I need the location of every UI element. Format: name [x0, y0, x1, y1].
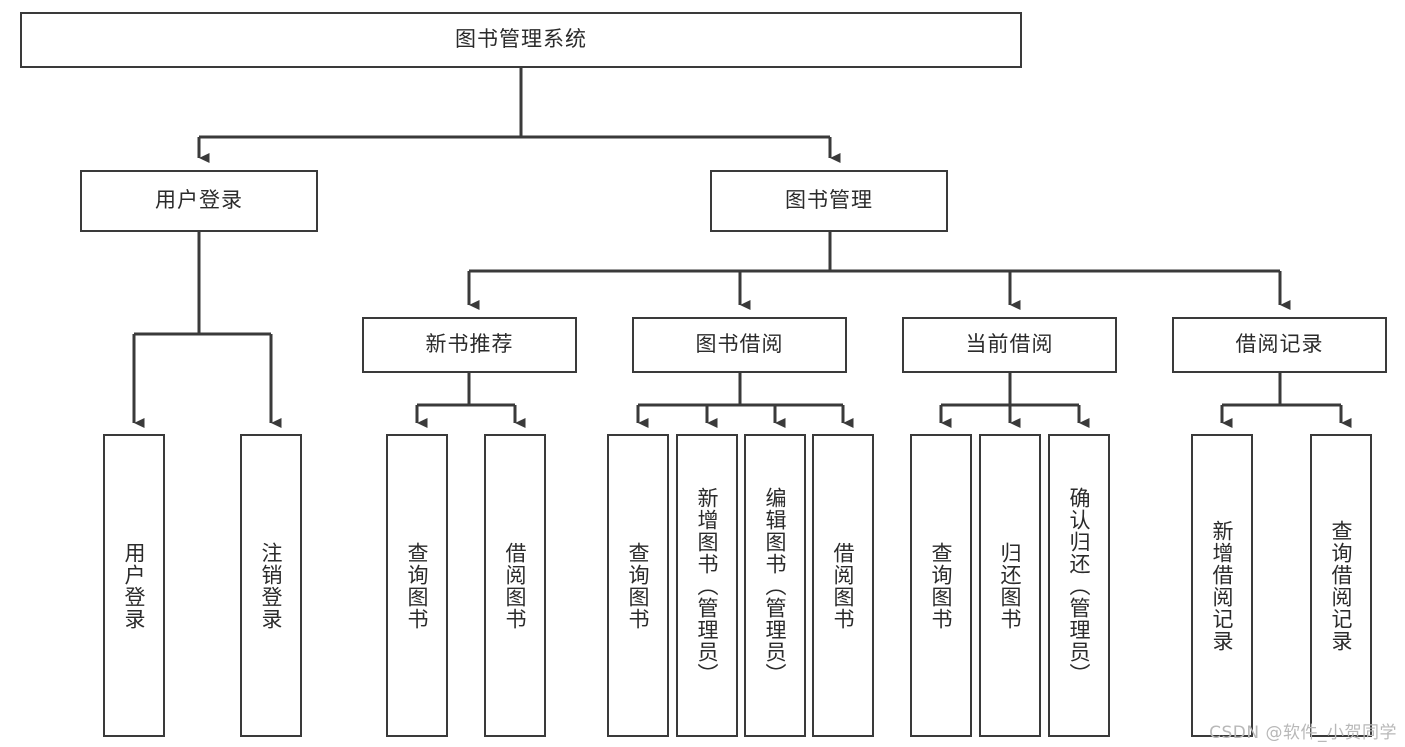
leaf-borrow-add-book[interactable]: 新增图书（管理员） — [676, 434, 738, 737]
leaf-current-return-book[interactable]: 归还图书 — [979, 434, 1041, 737]
leaf-user-login-signout[interactable]: 注销登录 — [240, 434, 302, 737]
node-label: 查询借阅记录 — [1329, 519, 1354, 652]
node-label: 新增借阅记录 — [1210, 519, 1235, 652]
node-label: 查询图书 — [626, 541, 651, 630]
node-label: 查询图书 — [929, 541, 954, 630]
node-label: 确认归还（管理员） — [1067, 486, 1092, 685]
node-label: 归还图书 — [998, 541, 1023, 630]
node-label: 用户登录 — [122, 541, 147, 630]
node-label: 查询图书 — [405, 541, 430, 630]
node-label: 新增图书（管理员） — [695, 486, 720, 685]
node-label: 图书管理 — [785, 188, 873, 213]
node-label: 注销登录 — [259, 541, 284, 630]
node-current-borrow[interactable]: 当前借阅 — [902, 317, 1117, 373]
node-book-borrow[interactable]: 图书借阅 — [632, 317, 847, 373]
leaf-record-add[interactable]: 新增借阅记录 — [1191, 434, 1253, 737]
node-label: 用户登录 — [155, 188, 243, 213]
leaf-new-book-query[interactable]: 查询图书 — [386, 434, 448, 737]
leaf-borrow-borrow-book[interactable]: 借阅图书 — [812, 434, 874, 737]
node-label: 新书推荐 — [425, 332, 514, 357]
leaf-borrow-edit-book[interactable]: 编辑图书（管理员） — [744, 434, 806, 737]
leaf-current-confirm-return[interactable]: 确认归还（管理员） — [1048, 434, 1110, 737]
csdn-watermark: CSDN @软件_小贺同学 — [1209, 723, 1397, 743]
node-user-login[interactable]: 用户登录 — [80, 170, 318, 232]
node-label: 图书借阅 — [695, 332, 784, 357]
node-borrow-record[interactable]: 借阅记录 — [1172, 317, 1387, 373]
leaf-user-login-signin[interactable]: 用户登录 — [103, 434, 165, 737]
leaf-record-query[interactable]: 查询借阅记录 — [1310, 434, 1372, 737]
node-label: 借阅图书 — [503, 541, 528, 630]
node-label: 当前借阅 — [965, 332, 1054, 357]
node-label: 借阅图书 — [831, 541, 856, 630]
node-label: 图书管理系统 — [455, 27, 587, 52]
node-book-management[interactable]: 图书管理 — [710, 170, 948, 232]
node-root-system[interactable]: 图书管理系统 — [20, 12, 1022, 68]
node-new-book-recommend[interactable]: 新书推荐 — [362, 317, 577, 373]
leaf-borrow-query-book[interactable]: 查询图书 — [607, 434, 669, 737]
node-label: 借阅记录 — [1235, 332, 1324, 357]
node-label: 编辑图书（管理员） — [763, 486, 788, 685]
leaf-new-book-borrow[interactable]: 借阅图书 — [484, 434, 546, 737]
leaf-current-query-book[interactable]: 查询图书 — [910, 434, 972, 737]
